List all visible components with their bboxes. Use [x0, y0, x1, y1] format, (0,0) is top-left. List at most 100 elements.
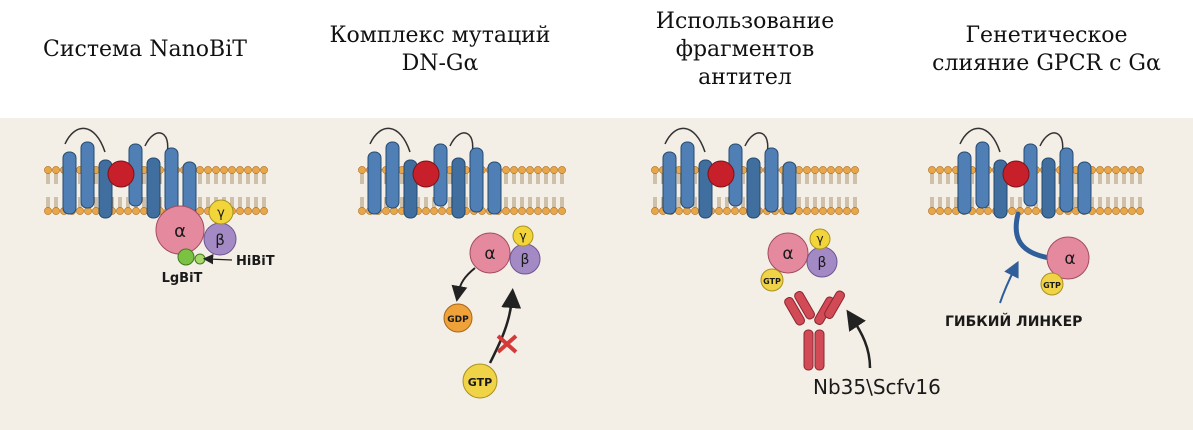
lipid-head-bottom: [510, 196, 518, 215]
gtp-molecule: [462, 363, 498, 399]
flexible-linker: [1013, 211, 1053, 261]
lipid-head-bottom: [803, 196, 811, 215]
title-line: Использование: [655, 9, 835, 34]
g-alpha-label: α: [1064, 249, 1075, 269]
title-line: антител: [698, 65, 792, 90]
illustration-stage: α β γ HiBiT LgBiT α β γ GDP: [0, 118, 1193, 430]
gpcr-receptor: [662, 127, 797, 219]
lipid-head-bottom: [928, 196, 936, 215]
lipid-head-bottom: [236, 196, 244, 215]
lipid-head-top: [1112, 166, 1120, 185]
g-gamma-label: γ: [217, 206, 225, 221]
gtp-molecule: [760, 268, 784, 292]
lipid-head-top: [236, 166, 244, 185]
lipid-head-bottom: [1120, 196, 1128, 215]
lipid-head-bottom: [244, 196, 252, 215]
lipid-head-bottom: [116, 196, 124, 215]
lipid-head-bottom: [1008, 196, 1016, 215]
g-alpha-label: α: [484, 244, 495, 264]
lipid-head-bottom: [1104, 196, 1112, 215]
lipid-head-bottom: [819, 196, 827, 215]
title-line: фрагментов: [675, 37, 815, 62]
gtp-label: GTP: [468, 376, 492, 389]
lipid-head-top: [260, 166, 268, 185]
blocked-x-icon: [496, 334, 518, 354]
lipid-head-top: [502, 166, 510, 185]
lipid-head-top: [550, 166, 558, 185]
g-gamma-label: γ: [519, 229, 526, 243]
lipid-head-top: [803, 166, 811, 185]
title-line: DN-Gα: [401, 51, 479, 76]
title-line: Комплекс мутаций: [329, 23, 551, 48]
title-line: Система NanoBiT: [43, 37, 247, 62]
lipid-head-bottom: [811, 196, 819, 215]
lipid-head-top: [510, 166, 518, 185]
gtp-label: GTP: [763, 277, 781, 286]
lipid-head-top: [928, 166, 936, 185]
lipid-head-bottom: [1128, 196, 1136, 215]
lipid-head-top: [196, 166, 204, 185]
lipid-head-bottom: [542, 196, 550, 215]
lipid-head-top: [1120, 166, 1128, 185]
lipid-head-bottom: [502, 196, 510, 215]
lipid-head-bottom: [835, 196, 843, 215]
lipid-head-bottom: [715, 196, 723, 215]
antibody-fragment: [784, 290, 846, 371]
lipid-head-top: [534, 166, 542, 185]
lipid-head-top: [358, 166, 366, 185]
panel-antibody: α β γ GTP Nb35\Scfv16: [651, 127, 941, 399]
lipid-head-bottom: [260, 196, 268, 215]
lipid-head-top: [1096, 166, 1104, 185]
lipid-head-top: [651, 166, 659, 185]
lipid-head-top: [944, 166, 952, 185]
g-gamma-subunit: [512, 225, 534, 247]
lipid-head-bottom: [651, 196, 659, 215]
lipid-head-top: [204, 166, 212, 185]
gtp-label: GTP: [1043, 281, 1061, 290]
lgbit-label: LgBiT: [162, 271, 203, 286]
lipid-head-top: [244, 166, 252, 185]
lipid-head-top: [1104, 166, 1112, 185]
g-alpha-label: α: [174, 221, 186, 242]
gdp-molecule: [443, 303, 473, 333]
panel-title-antibody: Использование фрагментов антител: [600, 8, 890, 92]
lipid-head-bottom: [526, 196, 534, 215]
illustration-svg: α β γ HiBiT LgBiT α β γ GDP: [44, 127, 1144, 399]
panel-title-nanobit: Система NanoBiT: [0, 8, 290, 64]
title-line: слияние GPCR с Gα: [932, 51, 1161, 76]
lipid-head-top: [220, 166, 228, 185]
lipid-head-bottom: [1096, 196, 1104, 215]
g-alpha-subunit: [469, 232, 511, 274]
gtp-molecule: [1040, 272, 1064, 296]
hibit-arrow: [202, 254, 233, 265]
lipid-head-top: [558, 166, 566, 185]
g-alpha-subunit: [767, 232, 809, 274]
lipid-head-top: [526, 166, 534, 185]
lipid-head-top: [542, 166, 550, 185]
hibit-fragment: [194, 253, 206, 265]
lipid-head-bottom: [52, 196, 60, 215]
lgbit-fragment: [177, 248, 195, 266]
g-gamma-subunit: [208, 199, 234, 225]
lipid-head-top: [1136, 166, 1144, 185]
title-line: Генетическое: [965, 23, 1128, 48]
linker-arrow: [999, 260, 1019, 304]
lipid-head-bottom: [558, 196, 566, 215]
panel-title-dn-galpha: Комплекс мутаций DN-Gα: [290, 8, 590, 78]
gpcr-receptor: [62, 127, 197, 219]
lipid-head-bottom: [252, 196, 260, 215]
g-alpha-label: α: [782, 244, 793, 264]
lipid-head-bottom: [44, 196, 52, 215]
panel-title-fusion: Генетическое слияние GPCR с Gα: [900, 8, 1193, 78]
lipid-head-bottom: [1112, 196, 1120, 215]
lipid-head-top: [851, 166, 859, 185]
g-alpha-subunit: [1046, 236, 1090, 280]
gpcr-receptor: [957, 127, 1092, 219]
lipid-head-top: [819, 166, 827, 185]
lipid-head-top: [52, 166, 60, 185]
panel-dn-galpha: α β γ GDP GTP: [358, 127, 566, 399]
lipid-head-bottom: [422, 196, 430, 215]
lipid-head-top: [1128, 166, 1136, 185]
g-gamma-subunit: [809, 228, 831, 250]
lipid-head-bottom: [936, 196, 944, 215]
